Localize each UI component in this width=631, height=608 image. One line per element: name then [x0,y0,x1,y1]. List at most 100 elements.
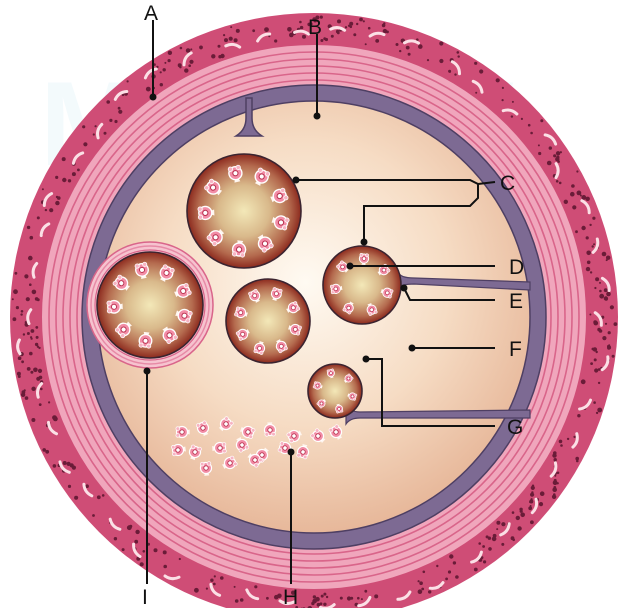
outer-cell-dot [25,297,30,302]
outer-cell-dot [36,298,40,302]
outer-cell-dot [530,492,535,497]
outer-cell-dot [474,61,478,65]
outer-fiber [71,151,85,165]
germ-cell [296,443,310,460]
outer-cell-dot [591,245,594,248]
outer-cell-dot [527,123,531,127]
outer-cell-dot [344,26,348,29]
outer-cell-dot [590,362,593,365]
outer-cell-dot [487,536,492,540]
outer-cell-dot [14,271,18,275]
germ-cell [159,264,175,282]
follicle-small [307,363,363,419]
germ-cell [270,187,289,204]
outer-cell-dot [159,71,162,74]
outer-cell-dot [520,117,524,120]
outer-cell-dot [94,125,97,128]
outer-fiber [163,574,181,581]
outer-cell-dot [302,34,306,39]
outer-fiber [554,162,560,180]
outer-cell-dot [512,538,515,542]
outer-cell-dot [295,606,299,608]
outer-cell-dot [586,250,591,256]
outer-fiber [530,497,539,515]
outer-cell-dot [22,333,26,336]
outer-cell-dot [92,133,95,136]
outer-cell-dot [573,435,576,439]
outer-cell-dot [184,68,189,73]
outer-cell-dot [235,28,240,33]
leader-e-dot [400,284,408,292]
germ-cell [206,228,225,247]
germ-cell [336,260,349,273]
outer-cell-dot [455,575,459,579]
leader-a-dot [149,93,157,101]
outer-cell-dot [579,194,582,197]
outer-cell-dot [560,444,563,447]
leader-g-dot [362,355,370,363]
outer-cell-dot [585,266,591,272]
outer-cell-dot [448,69,452,73]
outer-fiber [549,461,558,478]
outer-fiber [470,550,483,564]
follicle-middle [225,278,311,364]
outer-cell-dot [496,528,499,531]
outer-cell-dot [511,511,515,514]
outer-cell-dot [38,346,41,350]
outer-cell-dot [30,336,33,339]
outer-cell-dot [558,439,563,444]
germ-cell [188,444,202,461]
outer-cell-dot [359,17,363,22]
outer-cell-dot [566,437,570,441]
structure-i-follicle [96,251,204,359]
outer-cell-dot [118,109,123,114]
outer-cell-dot [103,131,107,135]
outer-cell-dot [299,25,304,30]
outer-cell-dot [407,52,411,56]
germ-cell [231,240,247,258]
germ-cell [222,455,238,470]
outer-cell-dot [501,86,504,89]
outer-fiber [580,199,591,215]
outer-fiber [209,582,222,597]
outer-cell-dot [212,582,216,586]
leader-i-dot [143,367,151,375]
outer-cell-dot [205,587,208,590]
outer-fiber [16,338,22,356]
leader-c [296,179,479,242]
outer-cell-dot [74,495,79,500]
outer-cell-dot [428,590,432,594]
outer-cell-dot [55,200,60,206]
outer-cell-dot [520,512,525,518]
follicles [186,153,402,419]
outer-cell-dot [585,236,589,240]
outer-cell-dot [34,342,39,347]
leader-h-dot [287,448,295,456]
outer-fiber [396,590,412,601]
outer-fiber [31,262,39,279]
outer-cell-dot [374,594,379,599]
outer-cell-dot [571,184,575,188]
outer-cell-dot [29,235,34,240]
outer-cell-dot [327,24,332,29]
outer-cell-dot [77,168,80,172]
outer-cell-dot [603,288,608,293]
leader-e [403,287,495,301]
outer-cell-dot [592,347,598,352]
outer-cell-dot [185,48,191,53]
outer-cell-dot [82,125,86,129]
outer-cell-dot [556,471,560,475]
outer-cell-dot [611,354,615,358]
outer-cell-dot [530,485,535,490]
outer-cell-dot [323,602,327,606]
outer-cell-dot [602,336,607,341]
outer-cell-dot [266,596,269,600]
outer-cell-dot [218,55,222,59]
outer-cell-dot [613,322,618,326]
outer-fiber [39,222,51,238]
outer-cell-dot [20,313,23,316]
outer-cell-dot [96,495,101,500]
label-h: H [283,586,298,608]
outer-cell-dot [167,59,171,63]
outer-cell-dot [126,80,129,83]
